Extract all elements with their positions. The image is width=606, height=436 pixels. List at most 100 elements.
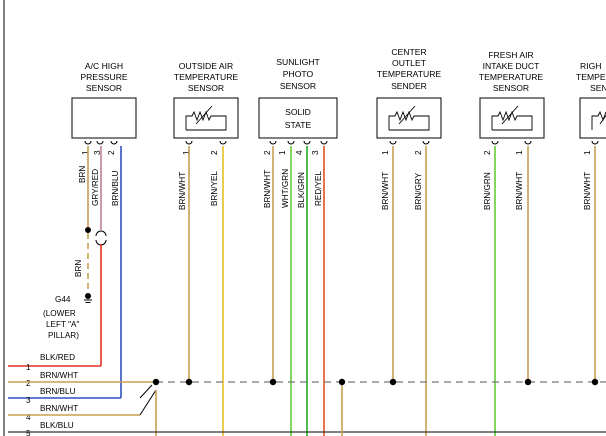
outside-pin-1: 1 <box>182 150 191 155</box>
center-pin-cup <box>389 140 397 145</box>
outside-air-sensor: OUTSIDE AIR TEMPERATURE SENSOR 1 2 BRN/W… <box>173 61 239 210</box>
ac-pin-3: 3 <box>93 150 102 155</box>
sunlight-box-text-1: SOLID <box>285 107 311 117</box>
sunlight-wire-2-label: WHT/GRN <box>281 169 290 208</box>
ground-location-2: LEFT "A" <box>46 320 80 329</box>
center-pin-2: 2 <box>414 150 423 155</box>
inline-connector-top <box>95 230 107 237</box>
connector-wire-4-label: BRN/WHT <box>40 404 78 413</box>
splice-dot <box>591 378 599 386</box>
outside-pin-2: 2 <box>210 150 219 155</box>
fresh-pin-cup <box>491 140 499 145</box>
sunlight-pin-cup <box>320 140 328 145</box>
center-sensor-box <box>376 97 442 139</box>
ac-title-line-2: PRESSURE <box>80 72 128 82</box>
outside-title-1: OUTSIDE AIR <box>179 61 233 71</box>
center-pin-cup <box>422 140 430 145</box>
splice-dot <box>269 378 277 386</box>
splice-dot <box>85 227 91 233</box>
sunlight-sensor: SUNLIGHT PHOTO SENSOR SOLID STATE 2 1 4 … <box>258 57 338 208</box>
splice-dot <box>524 378 532 386</box>
connector-pin-4: 4 <box>26 413 31 422</box>
splice-dot <box>389 378 397 386</box>
fresh-air-sensor: FRESH AIR INTAKE DUCT TEMPERATURE SENSOR… <box>479 50 545 210</box>
ground-wire-label: BRN <box>74 260 83 277</box>
outside-wire-1-label: BRN/WHT <box>178 172 187 210</box>
fresh-pin-cup <box>524 140 532 145</box>
ground-name: G44 <box>55 295 71 304</box>
center-wire-2-label: BRN/GRY <box>414 172 423 210</box>
right-title-3: SEN <box>590 83 606 93</box>
ac-pin-cup <box>84 140 92 145</box>
sunlight-pin-cup <box>269 140 277 145</box>
thermistor-arrow-icon <box>195 105 213 125</box>
fresh-title-3: TEMPERATURE <box>479 72 544 82</box>
center-title-4: SENDER <box>391 81 427 91</box>
sunlight-pin-2: 2 <box>263 150 272 155</box>
connector-pin-2: 2 <box>26 379 31 388</box>
outside-sensor-box <box>173 97 239 139</box>
ground-dot <box>85 293 91 299</box>
connector-pin-1: 1 <box>26 363 31 372</box>
connector-pin-3: 3 <box>26 396 31 405</box>
outside-pin-cup <box>219 140 227 145</box>
center-outlet-sender: CENTER OUTLET TEMPERATURE SENDER 1 2 BRN… <box>376 47 442 210</box>
thermistor-arrow-icon <box>599 114 606 125</box>
ac-title-line-1: A/C HIGH <box>85 61 123 71</box>
ac-wire-gryred-label: GRY/RED <box>91 169 100 206</box>
outside-wire-2-label: BRN/YEL <box>210 171 219 206</box>
right-partial-sensor: RIGH TEMPE SEN 1 BRN/WHT <box>576 61 606 210</box>
center-title-1: CENTER <box>391 47 426 57</box>
right-wire-label: BRN/WHT <box>583 172 592 210</box>
connector-wire-3-label: BRN/BLU <box>40 387 76 396</box>
sunlight-pin-3: 3 <box>311 150 320 155</box>
thermistor-icon <box>491 110 533 131</box>
outside-title-2: TEMPERATURE <box>174 72 239 82</box>
ground-location-3: PILLAR) <box>48 331 79 340</box>
sunlight-title-3: SENSOR <box>280 81 316 91</box>
center-title-3: TEMPERATURE <box>377 69 442 79</box>
right-sensor-box <box>579 97 606 139</box>
wire-junction-diagonal <box>139 384 153 399</box>
thermistor-arrow-icon <box>501 105 519 125</box>
thermistor-icon <box>388 110 430 131</box>
center-pin-1: 1 <box>381 150 390 155</box>
right-title-2: TEMPE <box>576 72 606 82</box>
ground-location-1: (LOWER <box>43 309 76 318</box>
sunlight-pin-1: 1 <box>278 150 287 155</box>
ac-pressure-sensor: A/C HIGH PRESSURE SENSOR 1 3 2 BRN GRY/R… <box>71 61 137 206</box>
ac-sensor-box <box>71 97 137 139</box>
ac-pin-2: 2 <box>107 150 116 155</box>
ac-pin-cup <box>96 140 104 145</box>
sunlight-wire-3-label: BLK/GRN <box>297 172 306 208</box>
sunlight-box-text-2: STATE <box>285 120 312 130</box>
ac-title-line-3: SENSOR <box>86 83 122 93</box>
splice-dot <box>338 378 346 386</box>
wire-junction-diagonal <box>139 389 157 416</box>
sunlight-title-2: PHOTO <box>283 69 314 79</box>
ac-pin-1: 1 <box>81 150 90 155</box>
sunlight-title-1: SUNLIGHT <box>276 57 320 67</box>
fresh-pin-2: 2 <box>483 150 492 155</box>
outside-title-3: SENSOR <box>188 83 224 93</box>
ac-pin-cup <box>110 140 118 145</box>
thermistor-icon <box>185 110 227 131</box>
fresh-title-2: INTAKE DUCT <box>483 61 540 71</box>
splice-dot <box>152 378 160 386</box>
fresh-pin-1: 1 <box>515 150 524 155</box>
sunlight-pin-cup <box>303 140 311 145</box>
outside-pin-cup <box>185 140 193 145</box>
ac-wire-brn-label: BRN <box>78 166 87 183</box>
fresh-wire-1-label: BRN/GRN <box>483 172 492 210</box>
sunlight-wire-4-label: RED/YEL <box>314 171 323 206</box>
sunlight-pin-4: 4 <box>295 150 304 155</box>
fresh-title-1: FRESH AIR <box>488 50 533 60</box>
thermistor-arrow-icon <box>398 105 416 125</box>
center-wire-1-label: BRN/WHT <box>381 172 390 210</box>
splice-dot <box>185 378 193 386</box>
right-title-1: RIGH <box>580 61 601 71</box>
right-pin-1: 1 <box>583 150 592 155</box>
center-title-2: OUTLET <box>392 58 427 68</box>
